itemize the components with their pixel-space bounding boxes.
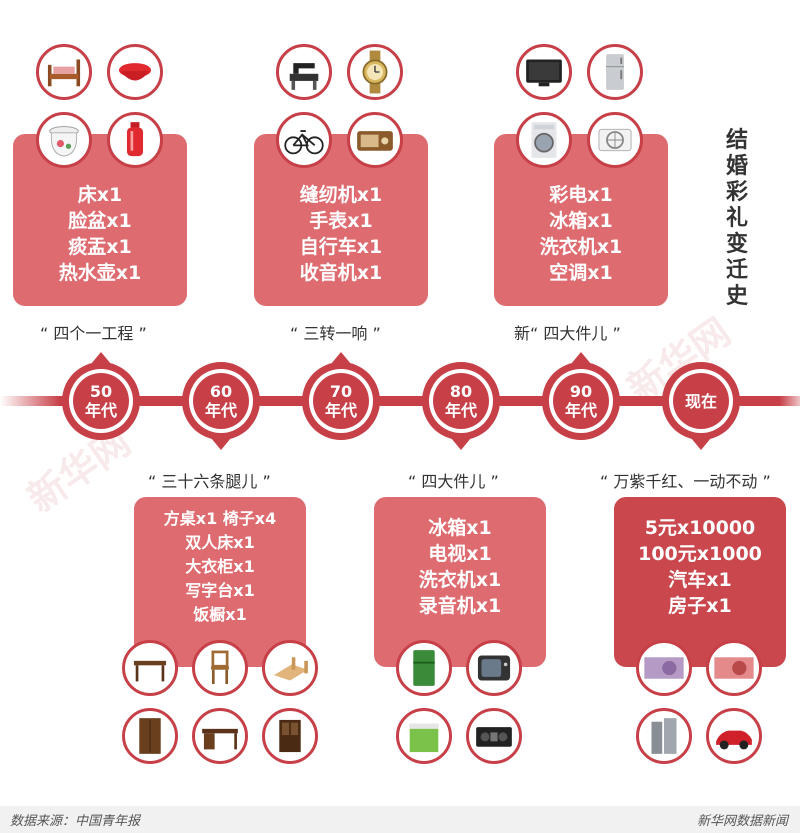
card-item: 彩电x1: [549, 184, 613, 206]
card-item: 双人床x1: [185, 533, 255, 552]
card-item: 痰盂x1: [68, 236, 132, 258]
tv-icon: [516, 44, 572, 100]
card-item: 空调x1: [549, 262, 613, 284]
building-icon: [636, 708, 692, 764]
era-90s-slogan: 新“ 四大件儿 ”: [514, 324, 621, 343]
air-conditioner-icon: [587, 112, 643, 168]
bed-icon: [262, 640, 318, 696]
cassette-recorder-icon: [466, 708, 522, 764]
era-60s-slogan: “ 三十六条腿儿 ”: [148, 472, 271, 491]
era-50s-slogan: “ 四个一工程 ”: [40, 324, 147, 343]
era-60s-card: 方桌x1 椅子x4 双人床x1 大衣柜x1 写字台x1 饭橱x1: [134, 497, 306, 667]
timeline-marker-now: 现在: [662, 362, 740, 450]
card-item: 热水壶x1: [58, 262, 142, 284]
era-50s-card: 床x1 脸盆x1 痰盂x1 热水壶x1: [13, 134, 187, 306]
chair-icon: [192, 640, 248, 696]
card-item: 洗衣机x1: [418, 569, 502, 591]
tv-icon: [466, 640, 522, 696]
era-80s-card: 冰箱x1 电视x1 洗衣机x1 录音机x1: [374, 497, 546, 667]
era-70s-slogan: “ 三转一响 ”: [290, 324, 381, 343]
card-item: 脸盆x1: [68, 210, 132, 232]
watch-icon: [347, 44, 403, 100]
card-item: 饭橱x1: [193, 605, 247, 624]
card-item: 缝纫机x1: [299, 184, 383, 206]
era-now-slogan: “ 万紫千红、一动不动 ”: [600, 472, 771, 491]
washing-machine-icon: [516, 112, 572, 168]
footer: 数据来源：中国青年报 新华网数据新闻: [0, 806, 800, 833]
page-title: 结婚彩礼变迁史: [725, 128, 748, 309]
fridge-icon: [587, 44, 643, 100]
era-80s-slogan: “ 四大件儿 ”: [408, 472, 499, 491]
table-icon: [122, 640, 178, 696]
card-item: 汽车x1: [668, 569, 732, 591]
card-item: 手表x1: [309, 210, 373, 232]
desk-icon: [192, 708, 248, 764]
wardrobe-icon: [122, 708, 178, 764]
card-item: 100元x1000: [638, 543, 762, 565]
era-70s-card: 缝纫机x1 手表x1 自行车x1 收音机x1: [254, 134, 428, 306]
radio-icon: [347, 112, 403, 168]
card-item: 写字台x1: [185, 581, 255, 600]
basin-icon: [107, 44, 163, 100]
card-item: 方桌x1 椅子x4: [163, 509, 277, 528]
spittoon-icon: [36, 112, 92, 168]
era-now-card: 5元x10000 100元x1000 汽车x1 房子x1: [614, 497, 786, 667]
timeline-line: [0, 396, 800, 406]
thermos-icon: [107, 112, 163, 168]
era-90s-card: 彩电x1 冰箱x1 洗衣机x1 空调x1: [494, 134, 668, 306]
card-item: 录音机x1: [418, 595, 502, 617]
footer-source: 数据来源：中国青年报: [10, 814, 141, 829]
hundred-yuan-note-icon: [706, 640, 762, 696]
bicycle-icon: [276, 112, 332, 168]
card-item: 收音机x1: [299, 262, 383, 284]
five-yuan-note-icon: [636, 640, 692, 696]
card-item: 电视x1: [428, 543, 492, 565]
fridge-icon: [396, 640, 452, 696]
card-item: 房子x1: [668, 595, 732, 617]
card-item: 自行车x1: [299, 236, 383, 258]
sewing-machine-icon: [276, 44, 332, 100]
bed-icon: [36, 44, 92, 100]
footer-brand: 新华网数据新闻: [696, 814, 788, 829]
card-item: 洗衣机x1: [539, 236, 623, 258]
card-item: 冰箱x1: [428, 517, 492, 539]
card-item: 5元x10000: [644, 517, 756, 539]
card-item: 床x1: [77, 184, 123, 206]
card-item: 冰箱x1: [549, 210, 613, 232]
cupboard-icon: [262, 708, 318, 764]
car-icon: [706, 708, 762, 764]
washing-machine-icon: [396, 708, 452, 764]
card-item: 大衣柜x1: [185, 557, 255, 576]
